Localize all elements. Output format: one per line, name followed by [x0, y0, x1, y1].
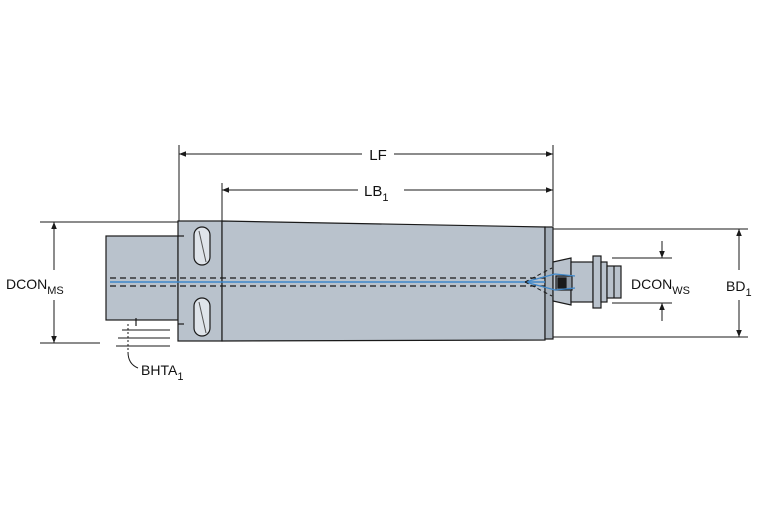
label-lb1: LB1 [364, 183, 388, 204]
label-bd1: BD1 [726, 278, 752, 299]
interface-flange [592, 255, 602, 309]
label-dcon-ws: DCONWS [631, 276, 690, 297]
dimension-dcon-ms: DCONMS [6, 222, 64, 343]
dimension-lb1: LB1 [222, 183, 553, 204]
tool-body [105, 220, 622, 342]
witness-lines [40, 145, 748, 344]
dimension-lf: LF [179, 147, 553, 164]
label-lf: LF [369, 147, 387, 164]
interface-disc [600, 261, 608, 303]
label-dcon-ms: DCONMS [6, 276, 64, 297]
dimension-bhta1: BHTA1 [116, 324, 183, 383]
tapered-body [221, 220, 546, 342]
interface-body [570, 261, 594, 303]
coolant-channel [110, 267, 576, 297]
dimension-bd1: BD1 [726, 229, 752, 337]
end-collar [544, 226, 554, 340]
dimension-dcon-ws: DCONWS [631, 241, 690, 321]
label-bhta1: BHTA1 [141, 362, 183, 383]
